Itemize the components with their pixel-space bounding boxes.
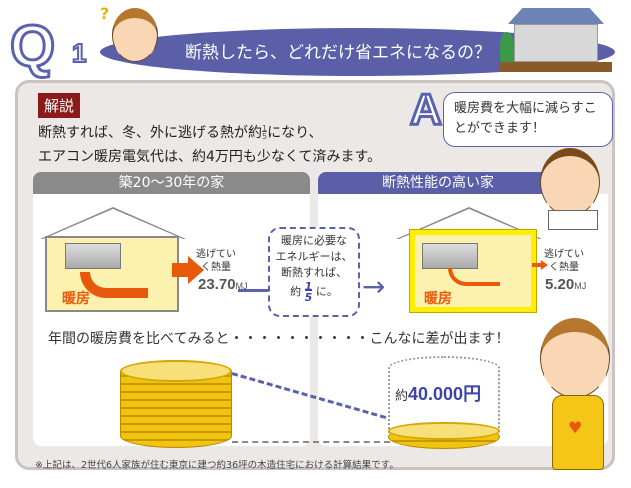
man-shirt xyxy=(548,210,598,230)
explanation-line-2: エアコン暖房電気代は、約4万円も少なくて済みます。 xyxy=(38,149,382,165)
old-escape-label: 逃げていく熱量 xyxy=(196,249,236,273)
old-value: 23.70 xyxy=(198,276,236,293)
heat-escape-arrow-icon xyxy=(532,260,548,270)
coin-top xyxy=(388,422,500,440)
page-title: 断熱したら、どれだけ省エネになるの？ xyxy=(185,43,491,63)
note-post: に。 xyxy=(315,285,338,298)
q-letter: Q xyxy=(8,14,56,79)
heart-icon: ♥ xyxy=(568,418,583,437)
answer-speech-bubble: 暖房費を大幅に減らすことができます！ xyxy=(443,92,613,147)
house-illustration xyxy=(500,8,612,72)
heat-flow-arrow-icon xyxy=(80,272,148,298)
connector-line xyxy=(238,289,268,292)
amount-prefix: 約 xyxy=(395,389,409,404)
explanation-badge: 解説 xyxy=(38,93,81,118)
note-den: 5 xyxy=(304,289,313,304)
line1-text: 断熱すれば、冬、外に逃げる熱が約 xyxy=(38,125,262,141)
new-value: 5.20 xyxy=(545,276,575,293)
woman-body xyxy=(552,395,604,470)
man-pointing-illustration xyxy=(540,148,600,216)
q-number: 1 xyxy=(71,37,88,69)
baseline-dash xyxy=(232,441,390,443)
heat-flow-arrow-icon xyxy=(448,268,500,286)
right-arrow-icon: → xyxy=(362,270,386,303)
fraction-num: 1 xyxy=(262,124,268,133)
air-conditioner-icon xyxy=(65,243,121,269)
note-line-2: エネルギーは、 xyxy=(275,250,353,263)
q-logo: Q xyxy=(8,16,56,77)
note-line-3: 断熱すれば、 xyxy=(281,266,347,279)
woman-pointing-illustration xyxy=(540,318,610,398)
note-pre: 約 xyxy=(290,285,302,298)
saved-amount: 約40.000円 xyxy=(395,380,481,406)
new-room-label: 暖房 xyxy=(424,291,452,307)
question-mark: ? xyxy=(100,4,110,23)
fraction-den: 5 xyxy=(262,131,268,141)
comparison-text: 年間の暖房費を比べてみると・・・・・・・・・・こんなに差が出ます！ xyxy=(48,331,510,347)
note-line-1: 暖房に必要な xyxy=(281,234,347,247)
old-room-label: 暖房 xyxy=(62,291,90,307)
new-escape-label: 逃げていく熱量 xyxy=(544,249,584,273)
old-house-header: 築20～30年の家 xyxy=(33,172,310,194)
air-conditioner-icon xyxy=(422,243,478,269)
line1-post: になり、 xyxy=(267,125,323,141)
new-heat-value: 5.20MJ xyxy=(545,276,586,293)
a-logo: A xyxy=(409,84,444,136)
footnote: ※上記は、2世代6人家族が住む東京に建つ約36坪の木造住宅における計算結果です。 xyxy=(35,460,399,471)
coin-top xyxy=(120,360,232,382)
note-num: 1 xyxy=(304,280,313,293)
old-heat-value: 23.70MJ xyxy=(198,276,248,293)
amount-value: 40.000円 xyxy=(408,384,482,404)
woman-thinking-illustration xyxy=(112,8,158,62)
new-house-header: 断熱性能の高い家 xyxy=(318,172,558,194)
old-unit: MJ xyxy=(235,281,248,291)
new-unit: MJ xyxy=(574,281,587,291)
